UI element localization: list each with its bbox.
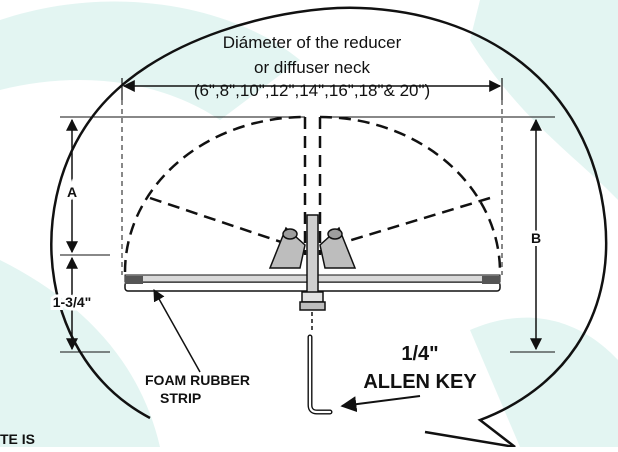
blade-arcs <box>123 115 502 273</box>
cutoff-text: TE IS <box>0 431 35 447</box>
allen-key-leader <box>340 395 421 413</box>
label-offset: 1-3/4" <box>53 294 92 310</box>
allen-key <box>307 334 333 415</box>
foam-strip-left <box>125 276 143 284</box>
key-label-line1: 1/4" <box>401 343 438 365</box>
foam-leader <box>153 288 201 373</box>
label-b: B <box>531 230 541 246</box>
dimension-offset <box>60 256 110 353</box>
bubble-outline <box>50 6 608 449</box>
label-a: A <box>67 184 77 200</box>
dimension-label-line1: Diámeter of the reducer <box>223 33 402 52</box>
foam-label-line1: FOAM RUBBER <box>145 372 250 388</box>
center-mechanism <box>268 214 357 330</box>
dimension-label-line3: (6",8",10",12",14",16",18"& 20") <box>194 81 430 100</box>
foam-strip-right <box>482 276 500 284</box>
diameter-dimension <box>121 78 503 275</box>
foam-label-line2: STRIP <box>160 390 201 406</box>
key-label-line2: ALLEN KEY <box>363 371 477 393</box>
dimension-a <box>60 116 305 256</box>
dimension-label-line2: or diffuser neck <box>254 58 370 77</box>
dimension-b <box>320 116 555 353</box>
